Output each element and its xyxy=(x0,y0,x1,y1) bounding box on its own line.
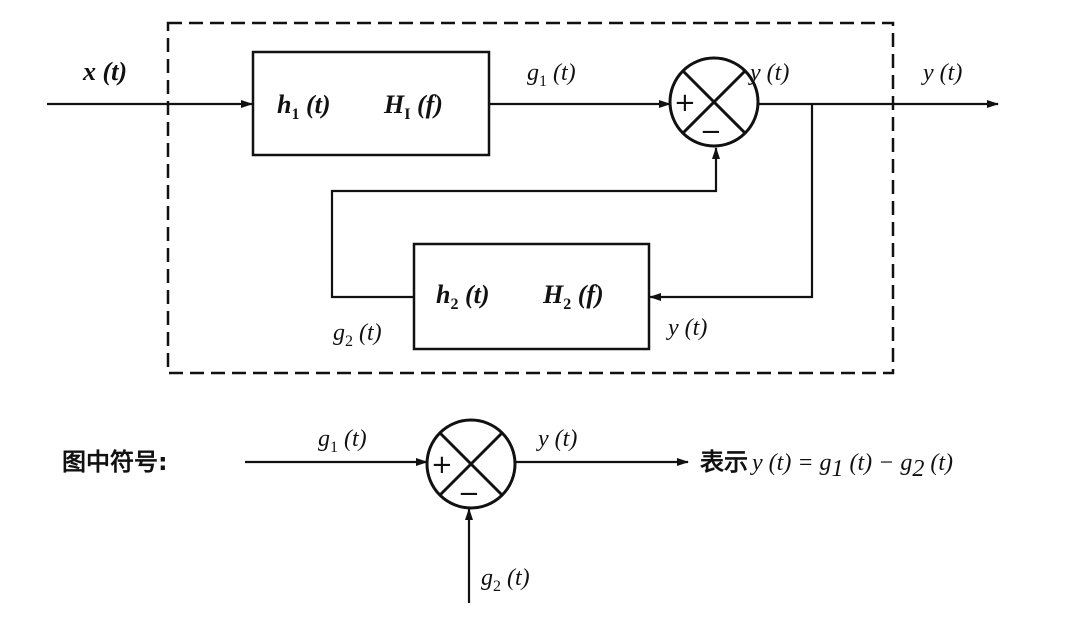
legend-g2-label: g2 (t) xyxy=(481,565,530,595)
system-boundary-dashed xyxy=(166,21,895,375)
legend-plus-sign: + xyxy=(431,450,453,480)
junction-plus-sign: + xyxy=(674,88,696,118)
junction-minus-sign: − xyxy=(700,117,722,147)
legend-g1-label: g1 (t) xyxy=(318,426,367,456)
block-h2-impulse-label: h2 (t) xyxy=(436,280,490,313)
legend-meaning: 表示 y (t) = g1 (t) − g2 (t) xyxy=(700,448,953,482)
legend-minus-sign: − xyxy=(458,479,480,509)
feedback-input-label: y (t) xyxy=(666,315,707,341)
g2-feedback-path xyxy=(330,147,720,299)
output-label-inside: y (t) xyxy=(748,60,789,86)
summing-junction: + − xyxy=(668,56,760,148)
g1-label: g1 (t) xyxy=(527,60,576,90)
output-label-outside: y (t) xyxy=(921,60,962,86)
block-h1-transfer-label: HI (f) xyxy=(383,90,443,123)
legend-prefix: 图中符号: xyxy=(62,448,168,476)
block-h2-transfer-label: H2 (f) xyxy=(542,280,604,313)
block-h1-impulse-label: h1 (t) xyxy=(277,90,331,123)
legend-summing-junction: + − xyxy=(425,418,517,510)
feedback-path-to-block2 xyxy=(649,104,814,301)
block-h1 xyxy=(251,50,491,157)
input-label: x (t) xyxy=(82,57,127,86)
legend-output-label: y (t) xyxy=(536,426,577,452)
g2-label: g2 (t) xyxy=(333,320,382,350)
